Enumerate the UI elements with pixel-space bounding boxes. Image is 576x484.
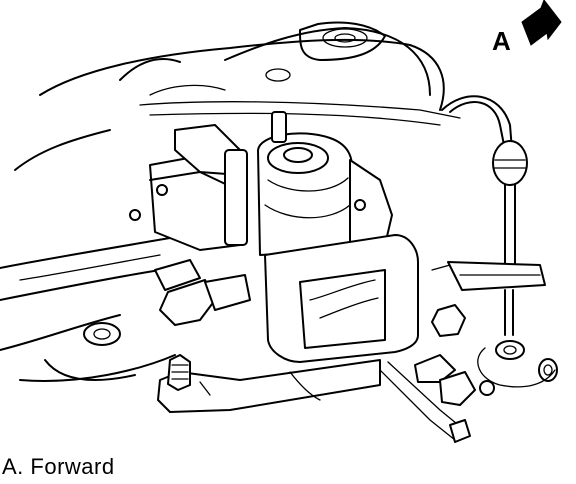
left-fittings (154, 259, 251, 391)
callout-a-label: A (492, 26, 511, 56)
forward-arrow-icon (521, 0, 562, 46)
left-rails (0, 237, 176, 382)
shift-cable (379, 95, 558, 443)
engine-housing (14, 21, 461, 171)
figure-legend: A. Forward (2, 454, 115, 479)
central-module (129, 111, 393, 256)
mount-bracket (157, 234, 419, 413)
